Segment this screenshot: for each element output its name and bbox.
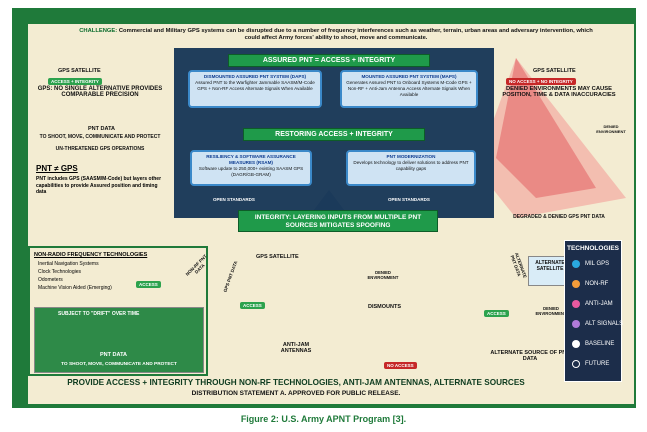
challenge-line1: Commercial and Military GPS systems can … <box>118 28 593 34</box>
restoring-banner: RESTORING ACCESS + INTEGRITY <box>243 128 425 141</box>
daps-box: DISMOUNTED ASSURED PNT SYSTEM (DAPS) Ass… <box>188 70 322 108</box>
legend-label: MIL GPS <box>585 261 610 267</box>
legend-anti-jam: ANTI-JAM <box>572 300 613 308</box>
legend-label: FUTURE <box>585 361 610 367</box>
legend-baseline: BASELINE <box>572 340 614 348</box>
maps-box: MOUNTED ASSURED PNT SYSTEM (MAPS) Genera… <box>340 70 478 108</box>
open-standards-right: OPEN STANDARDS <box>388 197 430 202</box>
left-gps-sat-label: GPS SATELLITE <box>58 68 101 74</box>
legend-alt-signals: ALT SIGNALS <box>572 320 623 328</box>
legend-future: FUTURE <box>572 360 609 368</box>
drift-label: SUBJECT TO "DRIFT" OVER TIME <box>58 311 140 317</box>
legend-label: BASELINE <box>585 341 615 347</box>
modernization-heading: PNT MODERNIZATION <box>386 154 436 159</box>
drift-box <box>34 307 204 373</box>
anti-jam-dot-icon <box>572 300 580 308</box>
nonradio-pnt-data: PNT DATA <box>100 352 127 358</box>
nonradio-access-badge: ACCESS <box>136 281 161 288</box>
open-standards-left: OPEN STANDARDS <box>213 197 255 202</box>
no-alt-text: GPS: NO SINGLE ALTERNATIVE PROVIDES COMP… <box>37 86 163 98</box>
nonradio-item-2: Odometers <box>38 277 63 283</box>
center-denied: DENIED ENVIRONMENT <box>367 270 399 280</box>
left-pnt-data: PNT DATA <box>88 126 115 132</box>
left-smc: TO SHOOT, MOVE, COMMUNICATE AND PROTECT <box>39 134 161 140</box>
pnt-gps-title: PNT ≠ GPS <box>36 164 78 173</box>
daps-heading: DISMOUNTED ASSURED PNT SYSTEM (DAPS) <box>203 74 307 79</box>
nonradio-smc: TO SHOOT, MOVE, COMMUNICATE AND PROTECT <box>61 362 177 367</box>
center-gps-sat: GPS SATELLITE <box>256 254 299 260</box>
denied-zone-graphic <box>476 58 626 218</box>
baseline-dot-icon <box>572 340 580 348</box>
legend-non-rf: NON-RF <box>572 280 608 288</box>
nonradio-item-1: Clock Technologies <box>38 269 81 275</box>
alt-data-label: ALTERNATE PNT DATA <box>509 252 528 279</box>
legend-label: NON-RF <box>585 281 609 287</box>
modernization-box: PNT MODERNIZATION Develops technology to… <box>346 150 476 186</box>
legend-mil-gps: MIL GPS <box>572 260 609 268</box>
up-arrow-icon <box>314 190 344 210</box>
center-no-access-badge: NO ACCESS <box>384 362 417 369</box>
nonradio-title: NON-RADIO FREQUENCY TECHNOLOGIES <box>34 252 148 258</box>
daps-body: Assured PNT to the Warfighter Jammable S… <box>195 80 315 91</box>
right-gps-sat: GPS SATELLITE <box>533 68 576 74</box>
assured-pnt-banner: ASSURED PNT = ACCESS + INTEGRITY <box>228 54 430 67</box>
center-gps-data: GPS PNT DATA <box>222 260 239 293</box>
maps-heading: MOUNTED ASSURED PNT SYSTEM (MAPS) <box>361 74 457 79</box>
legend-label: ANTI-JAM <box>585 301 613 307</box>
rsam-body: Software update to 250,000+ existing SAA… <box>198 166 304 177</box>
denied-env-text: DENIED ENVIRONMENTS MAY CAUSE POSITION, … <box>502 86 616 98</box>
unthreat-label: UN-THREATENED GPS OPERATIONS <box>55 146 145 152</box>
legend-label: ALT SIGNALS <box>585 321 624 327</box>
nonradio-item-0: Inertial Navigation Systems <box>38 261 99 267</box>
figure-caption: Figure 2: U.S. Army APNT Program [3]. <box>240 414 407 424</box>
non-rf-dot-icon <box>572 280 580 288</box>
antijam-label: ANTI-JAM ANTENNAS <box>280 342 312 354</box>
rsam-heading: RESILIENCY & SOFTWARE ASSURANCE MEASURES… <box>206 154 296 165</box>
challenge-line2: could affect Army forces' ability to sho… <box>244 35 428 41</box>
legend-title: TECHNOLOGIES <box>566 245 619 252</box>
maps-body: Generates Assured PNT to Onboard Systems… <box>346 80 472 97</box>
nonradio-item-3: Machine Vision Aided (Emerging) <box>38 285 112 291</box>
modernization-body: Develops technology to deliver solutions… <box>353 160 469 171</box>
center-access-badge: ACCESS <box>240 302 265 309</box>
technologies-legend: TECHNOLOGIES <box>564 240 622 382</box>
alt-sat-label: ALTERNATE SATELLITE <box>535 260 565 272</box>
diagram-canvas: CHALLENGE: Commercial and Military GPS s… <box>28 24 634 404</box>
pnt-gps-body: PNT includes GPS (SAASM/M-Code) but laye… <box>36 176 162 195</box>
degraded-label: DEGRADED & DENIED GPS PNT DATA <box>513 214 605 220</box>
left-panel-bg <box>28 48 174 158</box>
dismounts-label: DISMOUNTS <box>368 304 401 310</box>
challenge-text: CHALLENGE: Commercial and Military GPS s… <box>52 28 620 42</box>
alt-signals-dot-icon <box>572 320 580 328</box>
future-dot-icon <box>572 360 580 368</box>
right-denied-label: DENIED ENVIRONMENT <box>535 306 567 316</box>
diagram-frame: CHALLENGE: Commercial and Military GPS s… <box>12 8 636 408</box>
left-access-badge: ACCESS + INTEGRITY <box>48 78 102 85</box>
mil-gps-dot-icon <box>572 260 580 268</box>
bottom-banner: PROVIDE ACCESS + INTEGRITY THROUGH NON-R… <box>67 378 525 387</box>
rsam-box: RESILIENCY & SOFTWARE ASSURANCE MEASURES… <box>190 150 312 186</box>
integrity-banner: INTEGRITY: LAYERING INPUTS FROM MULTIPLE… <box>238 210 438 232</box>
right-denied-small: DENIED ENVIRONMENT <box>596 124 626 134</box>
challenge-prefix: CHALLENGE: <box>79 28 118 34</box>
right-no-access-badge: NO ACCESS + NO INTEGRITY <box>506 78 576 85</box>
alt-source-label: ALTERNATE SOURCE OF PNT DATA <box>490 350 570 362</box>
distribution-statement: DISTRIBUTION STATEMENT A. APPROVED FOR P… <box>191 390 401 397</box>
right-access-badge: ACCESS <box>484 310 509 317</box>
